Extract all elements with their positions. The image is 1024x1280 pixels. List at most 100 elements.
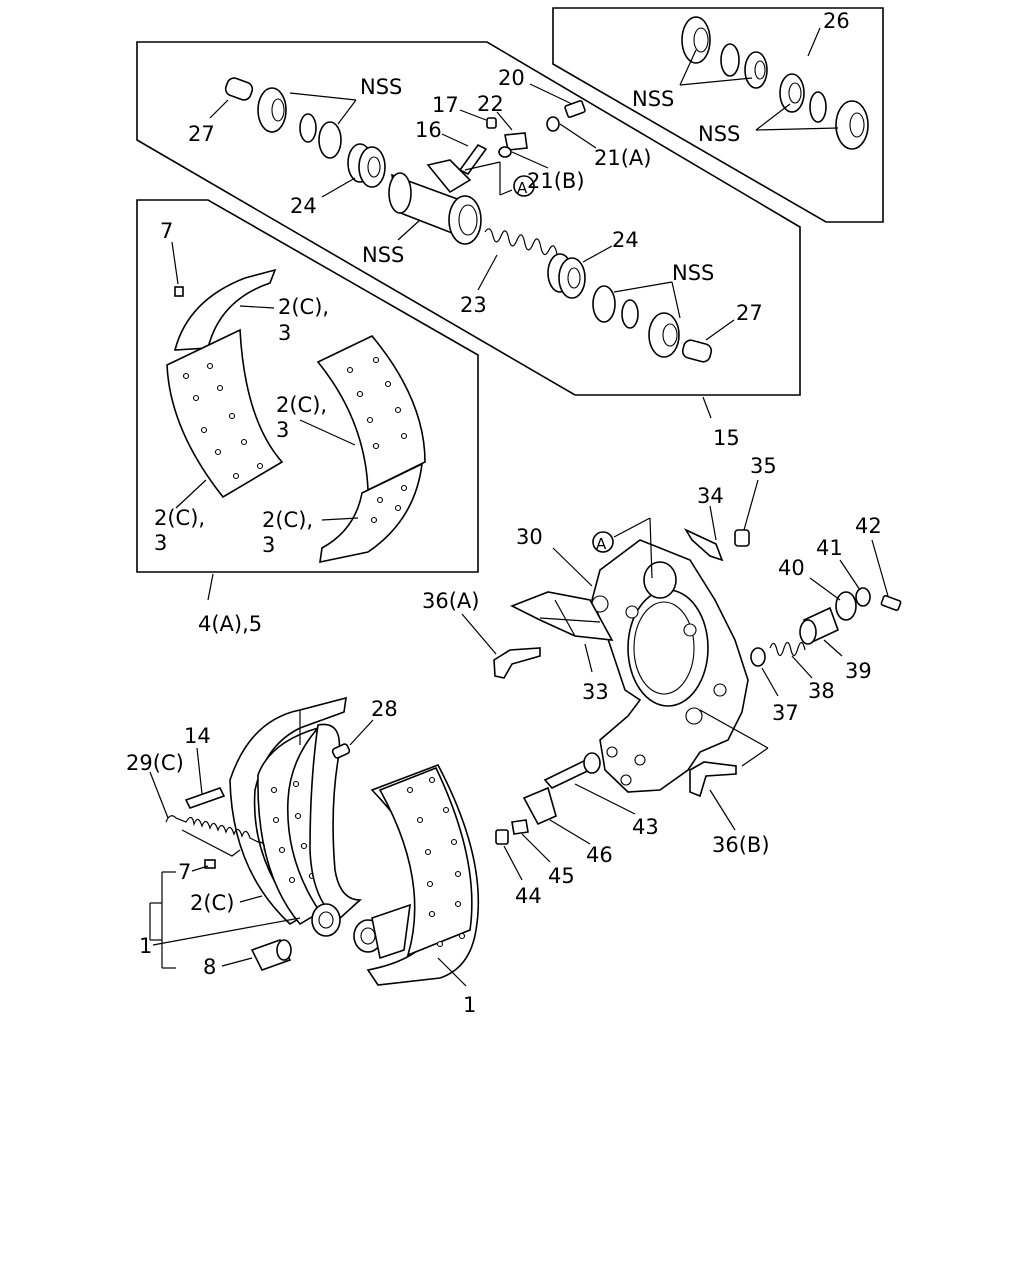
shoe-assembly-group: 28 14 29(C) 7 2(C) 1 8 1 <box>126 696 480 1017</box>
label-nss: NSS <box>698 122 740 146</box>
label-8: 8 <box>203 955 216 979</box>
label-nss: NSS <box>362 243 404 267</box>
label-2c-3: 2(C), <box>278 295 329 319</box>
label-24: 24 <box>612 228 639 252</box>
group-4a-5-linings: 4(A),5 7 2(C), 3 2(C), 3 <box>136 199 479 636</box>
pin-part <box>184 787 226 809</box>
label-33: 33 <box>582 680 609 704</box>
label-39: 39 <box>845 659 872 683</box>
label-23: 23 <box>460 293 487 317</box>
label-43: 43 <box>632 815 659 839</box>
label-15: 15 <box>713 426 740 450</box>
label-4a-5: 4(A),5 <box>198 612 262 636</box>
cup-part <box>835 591 857 621</box>
label-17: 17 <box>432 93 459 117</box>
label-21b: 21(B) <box>527 169 585 193</box>
label-1: 1 <box>139 934 152 958</box>
label-22: 22 <box>477 92 504 116</box>
lining-rivet-holes <box>406 776 466 948</box>
bolt-part <box>495 829 509 845</box>
label-24: 24 <box>290 194 317 218</box>
backing-plate-group: 30 A 34 35 33 36(A) 42 41 40 <box>422 454 902 908</box>
label-41: 41 <box>816 536 843 560</box>
label-46: 46 <box>586 843 613 867</box>
label-2c-3: 3 <box>278 321 291 345</box>
washer-part <box>750 647 766 667</box>
lining-part <box>316 335 426 492</box>
washer-part <box>511 819 529 835</box>
adjuster-cam-part <box>493 647 541 679</box>
label-37: 37 <box>772 701 799 725</box>
lining-part <box>166 328 284 499</box>
bolt-part <box>734 529 750 547</box>
label-27: 27 <box>736 301 763 325</box>
group-15-wheel-cylinder: 15 27 NSS 24 NSS 16 17 <box>136 41 801 450</box>
bleeder-cap-part <box>486 117 497 129</box>
label-2c-3: 3 <box>262 533 275 557</box>
label-28: 28 <box>371 697 398 721</box>
label-2c-3: 2(C), <box>276 393 327 417</box>
label-2c: 2(C) <box>190 891 234 915</box>
rivet-part <box>204 859 216 869</box>
group-26-kit: 26 NSS NSS <box>552 7 884 223</box>
adjuster-cam-part <box>689 761 737 798</box>
label-21a: 21(A) <box>594 146 651 170</box>
o-ring-part <box>720 43 740 77</box>
ring-part <box>855 587 871 607</box>
brake-shoe-part <box>229 696 347 925</box>
label-30: 30 <box>516 525 543 549</box>
label-2c-3: 2(C), <box>154 506 205 530</box>
label-29c: 29(C) <box>126 751 184 775</box>
label-nss: NSS <box>672 261 714 285</box>
shoe-web-part <box>309 723 363 922</box>
pin-part <box>681 339 713 363</box>
pin-part <box>331 743 351 759</box>
pin-part <box>880 594 902 612</box>
return-spring-part <box>165 815 265 851</box>
label-14: 14 <box>184 724 211 748</box>
pin-part <box>224 77 254 101</box>
bolt-part <box>564 100 586 118</box>
bleeder-screw-part <box>458 143 488 176</box>
lining-rivet-holes <box>370 484 408 524</box>
circle-a-marker: A <box>517 179 528 197</box>
dust-shield-part <box>510 591 614 641</box>
washer-part <box>546 116 560 132</box>
label-40: 40 <box>778 556 805 580</box>
label-nss: NSS <box>360 75 402 99</box>
label-16: 16 <box>415 118 442 142</box>
label-44: 44 <box>515 884 542 908</box>
spring-part <box>484 228 558 256</box>
label-42: 42 <box>855 514 882 538</box>
label-36a: 36(A) <box>422 589 479 613</box>
lining-rivet-holes <box>182 362 264 480</box>
lining-part <box>173 268 277 351</box>
label-45: 45 <box>548 864 575 888</box>
spring-part <box>769 641 806 657</box>
clip-part <box>683 528 724 562</box>
label-34: 34 <box>697 484 724 508</box>
label-2c-3: 3 <box>276 418 289 442</box>
union-part <box>504 132 528 151</box>
cup-seal-part <box>318 121 342 159</box>
rivet-part <box>174 286 184 297</box>
lining-part <box>378 766 473 957</box>
label-7: 7 <box>178 860 191 884</box>
o-ring-part <box>299 113 317 143</box>
lining-rivet-holes <box>346 356 408 450</box>
cup-seal-part <box>592 285 616 323</box>
washer-part <box>498 146 512 158</box>
o-ring-part <box>621 299 639 329</box>
label-20: 20 <box>498 66 525 90</box>
label-1: 1 <box>463 993 476 1017</box>
label-nss: NSS <box>632 87 674 111</box>
label-36b: 36(B) <box>712 833 770 857</box>
o-ring-part <box>809 91 827 123</box>
label-2c-3: 2(C), <box>262 508 313 532</box>
label-7: 7 <box>160 219 173 243</box>
label-35: 35 <box>750 454 777 478</box>
label-38: 38 <box>808 679 835 703</box>
lock-plate-part <box>522 786 557 826</box>
label-26: 26 <box>823 9 850 33</box>
